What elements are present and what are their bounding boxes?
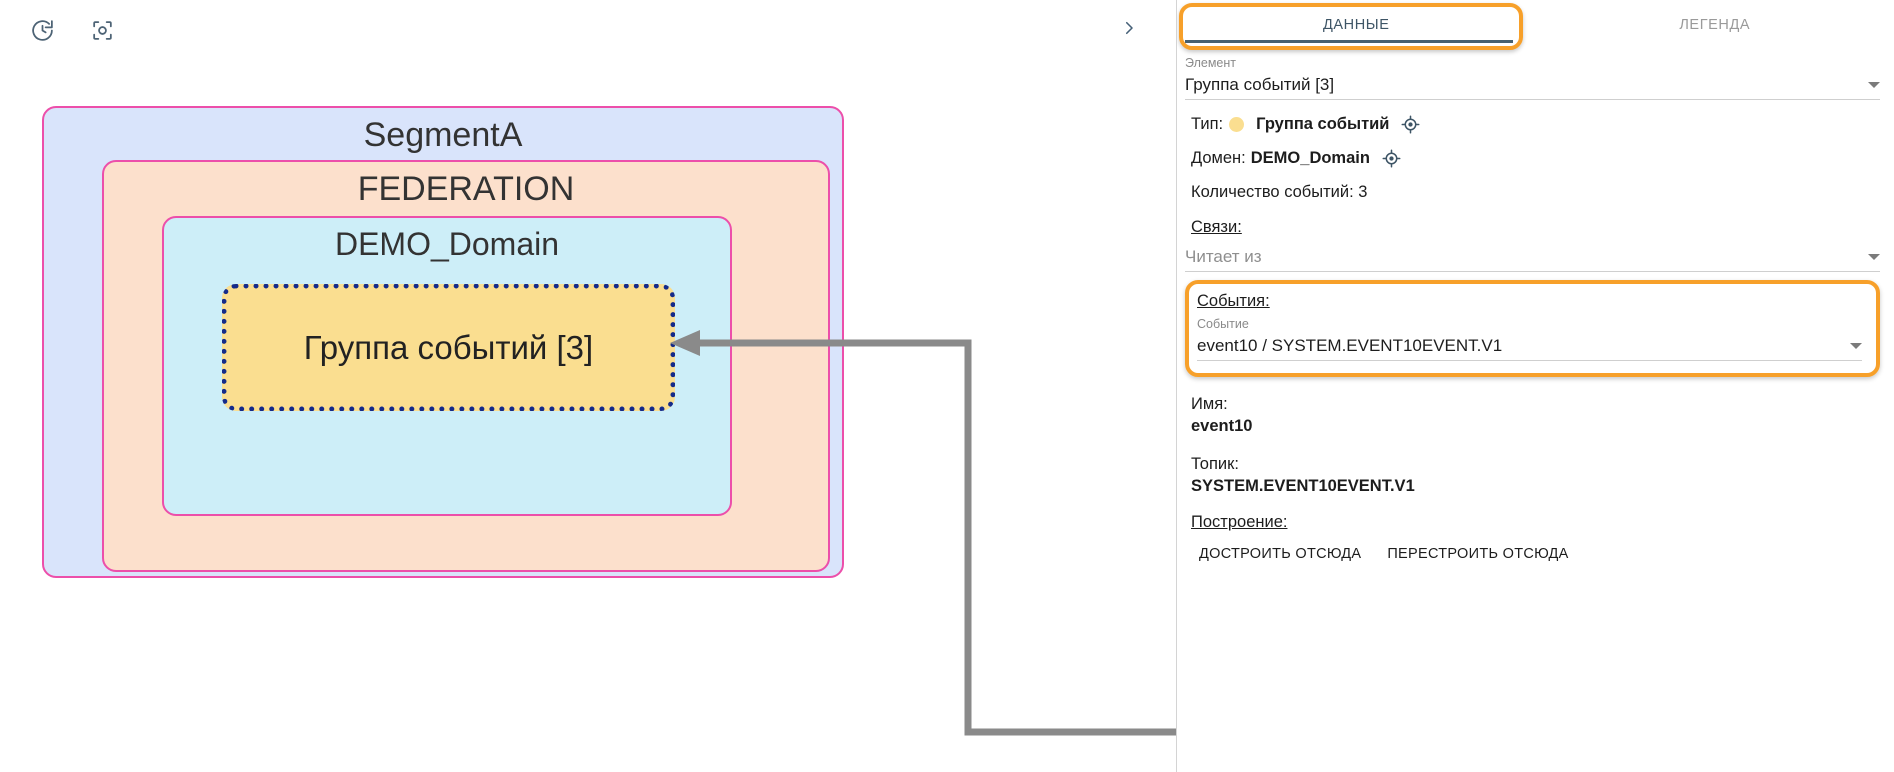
event-topic-value: SYSTEM.EVENT10EVENT.V1: [1191, 477, 1415, 495]
group-domain-label: DEMO_Domain: [334, 226, 560, 262]
group-federation-label: FEDERATION: [357, 170, 575, 208]
event-name-value: event10: [1191, 417, 1253, 435]
rebuild-from-here-button[interactable]: ПЕРЕСТРОИТЬ ОТСЮДА: [1377, 538, 1578, 570]
panel-body: Элемент Группа событий [3] Тип: Группа с…: [1177, 50, 1894, 570]
chevron-down-icon: [1868, 254, 1880, 260]
chevron-down-icon: [1850, 343, 1862, 349]
event-count-text: Количество событий: 3: [1191, 183, 1368, 201]
event-field: Событие event10 / SYSTEM.EVENT10EVENT.V1: [1197, 311, 1862, 361]
type-row-value: Группа событий: [1256, 115, 1390, 133]
event-name-block: Имя: event10: [1191, 393, 1880, 437]
domain-row: Домен: DEMO_Domain: [1191, 148, 1880, 168]
group-domain[interactable]: DEMO_Domain Группа событий [3]: [162, 216, 732, 516]
locate-target-icon-type[interactable]: [1401, 115, 1420, 134]
domain-row-value: DEMO_Domain: [1250, 149, 1370, 167]
build-actions: ДОСТРОИТЬ ОТСЮДА ПЕРЕСТРОИТЬ ОТСЮДА: [1189, 538, 1880, 570]
event-topic-key: Топик:: [1191, 455, 1239, 473]
element-field: Элемент Группа событий [3]: [1185, 50, 1880, 100]
refresh-history-button[interactable]: [20, 8, 64, 52]
reads-from-field: Читает из: [1185, 237, 1880, 272]
event-field-caption: Событие: [1197, 317, 1249, 331]
build-from-here-button[interactable]: ДОСТРОИТЬ ОТСЮДА: [1189, 538, 1371, 570]
tab-legend-label: ЛЕГЕНДА: [1679, 17, 1751, 33]
build-section-title: Построение:: [1191, 513, 1288, 531]
build-from-here-label: ДОСТРОИТЬ ОТСЮДА: [1199, 546, 1362, 562]
group-segment[interactable]: SegmentA FEDERATION DEMO_Domain Группа с…: [42, 106, 844, 578]
element-field-caption: Элемент: [1185, 56, 1236, 70]
locate-target-icon-domain[interactable]: [1382, 149, 1401, 168]
chevron-down-icon: [1868, 82, 1880, 88]
details-side-panel: ДАННЫЕ ЛЕГЕНДА Элемент Группа событий [3…: [1176, 0, 1894, 772]
canvas-toolbar: [0, 0, 1176, 60]
node-event-group-label: Группа событий [3]: [303, 328, 594, 366]
node-event-group[interactable]: Группа событий [3]: [222, 284, 675, 411]
reads-from-select-value: Читает из: [1185, 247, 1262, 266]
event-topic-block: Топик: SYSTEM.EVENT10EVENT.V1: [1191, 453, 1880, 497]
type-row-label: Тип:: [1191, 115, 1224, 133]
group-federation[interactable]: FEDERATION DEMO_Domain Группа событий [3…: [102, 160, 830, 572]
reads-from-select[interactable]: Читает из: [1185, 243, 1880, 272]
element-select-value: Группа событий [3]: [1185, 75, 1335, 94]
type-color-swatch: [1229, 116, 1245, 132]
event-select-value: event10 / SYSTEM.EVENT10EVENT.V1: [1197, 336, 1503, 355]
center-focus-button[interactable]: [80, 8, 124, 52]
refresh-history-icon: [30, 18, 55, 43]
chevron-right-icon: [1120, 19, 1138, 40]
group-segment-label: SegmentA: [363, 116, 523, 154]
event-name-key: Имя:: [1191, 395, 1228, 413]
event-select[interactable]: event10 / SYSTEM.EVENT10EVENT.V1: [1197, 332, 1862, 361]
type-row: Тип: Группа событий: [1191, 114, 1880, 134]
tab-legend[interactable]: ЛЕГЕНДА: [1536, 0, 1894, 50]
center-focus-icon: [90, 18, 115, 43]
tab-data[interactable]: ДАННЫЕ: [1177, 0, 1536, 50]
rebuild-from-here-label: ПЕРЕСТРОИТЬ ОТСЮДА: [1387, 546, 1569, 562]
event-count-row: Количество событий: 3: [1191, 182, 1880, 202]
tab-data-label: ДАННЫЕ: [1322, 17, 1390, 33]
events-section-highlighted: События: Событие event10 / SYSTEM.EVENT1…: [1185, 280, 1880, 377]
links-section-title: Связи:: [1191, 218, 1242, 236]
diagram-canvas[interactable]: SegmentA FEDERATION DEMO_Domain Группа с…: [0, 0, 1176, 772]
collapse-panel-button[interactable]: [1110, 10, 1148, 48]
element-select[interactable]: Группа событий [3]: [1185, 71, 1880, 100]
events-section-title: События:: [1197, 292, 1270, 310]
panel-tab-bar: ДАННЫЕ ЛЕГЕНДА: [1177, 0, 1894, 50]
domain-row-label: Домен:: [1191, 149, 1246, 167]
